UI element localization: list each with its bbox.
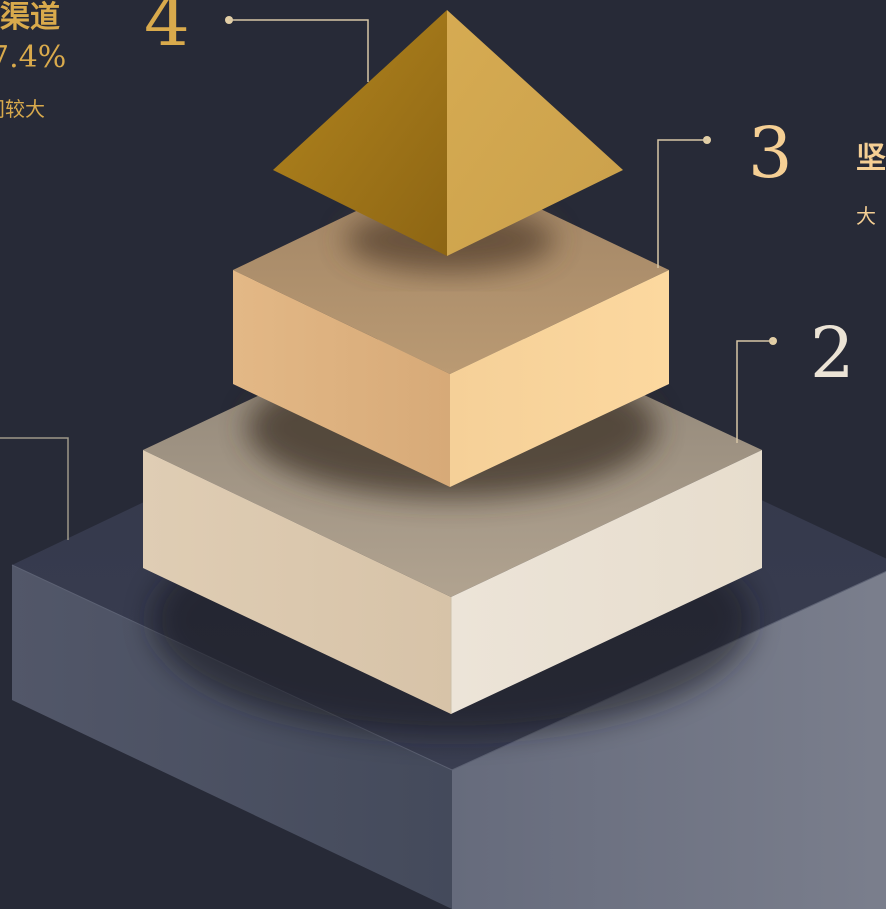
callout-line-4 [225,16,369,82]
tier-4-pyramid [273,10,623,256]
tier-4-title: 道渠道 [0,0,60,35]
tier-3-title: 坚 [856,141,886,176]
tier-4-value: 7.4% [0,40,67,75]
tier-4-description: 空间较大 [0,97,45,121]
tier-2-number: 2 [810,312,855,394]
callout-line-2 [736,337,777,443]
callout-line-1 [0,437,69,540]
tier-4-number: 4 [144,0,190,62]
tier-3-description: 大 [856,204,876,228]
callout-line-3 [657,136,711,268]
tier-3-number: 3 [748,112,793,194]
